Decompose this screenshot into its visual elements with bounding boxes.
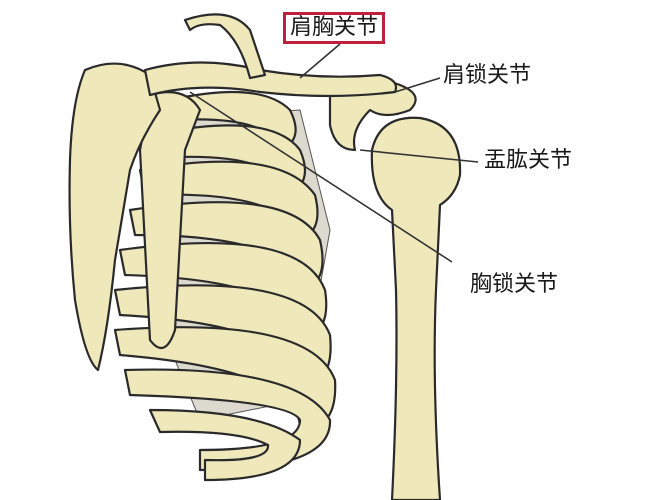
label-sternoclavicular-joint: 胸锁关节 (470, 272, 559, 297)
label-scapulothoracic-joint: 肩胸关节 (283, 12, 386, 44)
clavicle (143, 61, 398, 98)
scapula (68, 62, 162, 372)
leader-sternoclavicular (189, 91, 453, 263)
label-glenohumeral-joint: 盂肱关节 (484, 148, 573, 173)
leader-scapulothoracic (299, 43, 341, 79)
leader-acromioclavicular (394, 77, 441, 93)
leader-glenohumeral (359, 149, 479, 163)
first-rib (183, 13, 267, 80)
humerus (370, 116, 462, 500)
sternum (138, 91, 202, 350)
label-acromioclavicular-joint: 肩锁关节 (443, 63, 532, 88)
